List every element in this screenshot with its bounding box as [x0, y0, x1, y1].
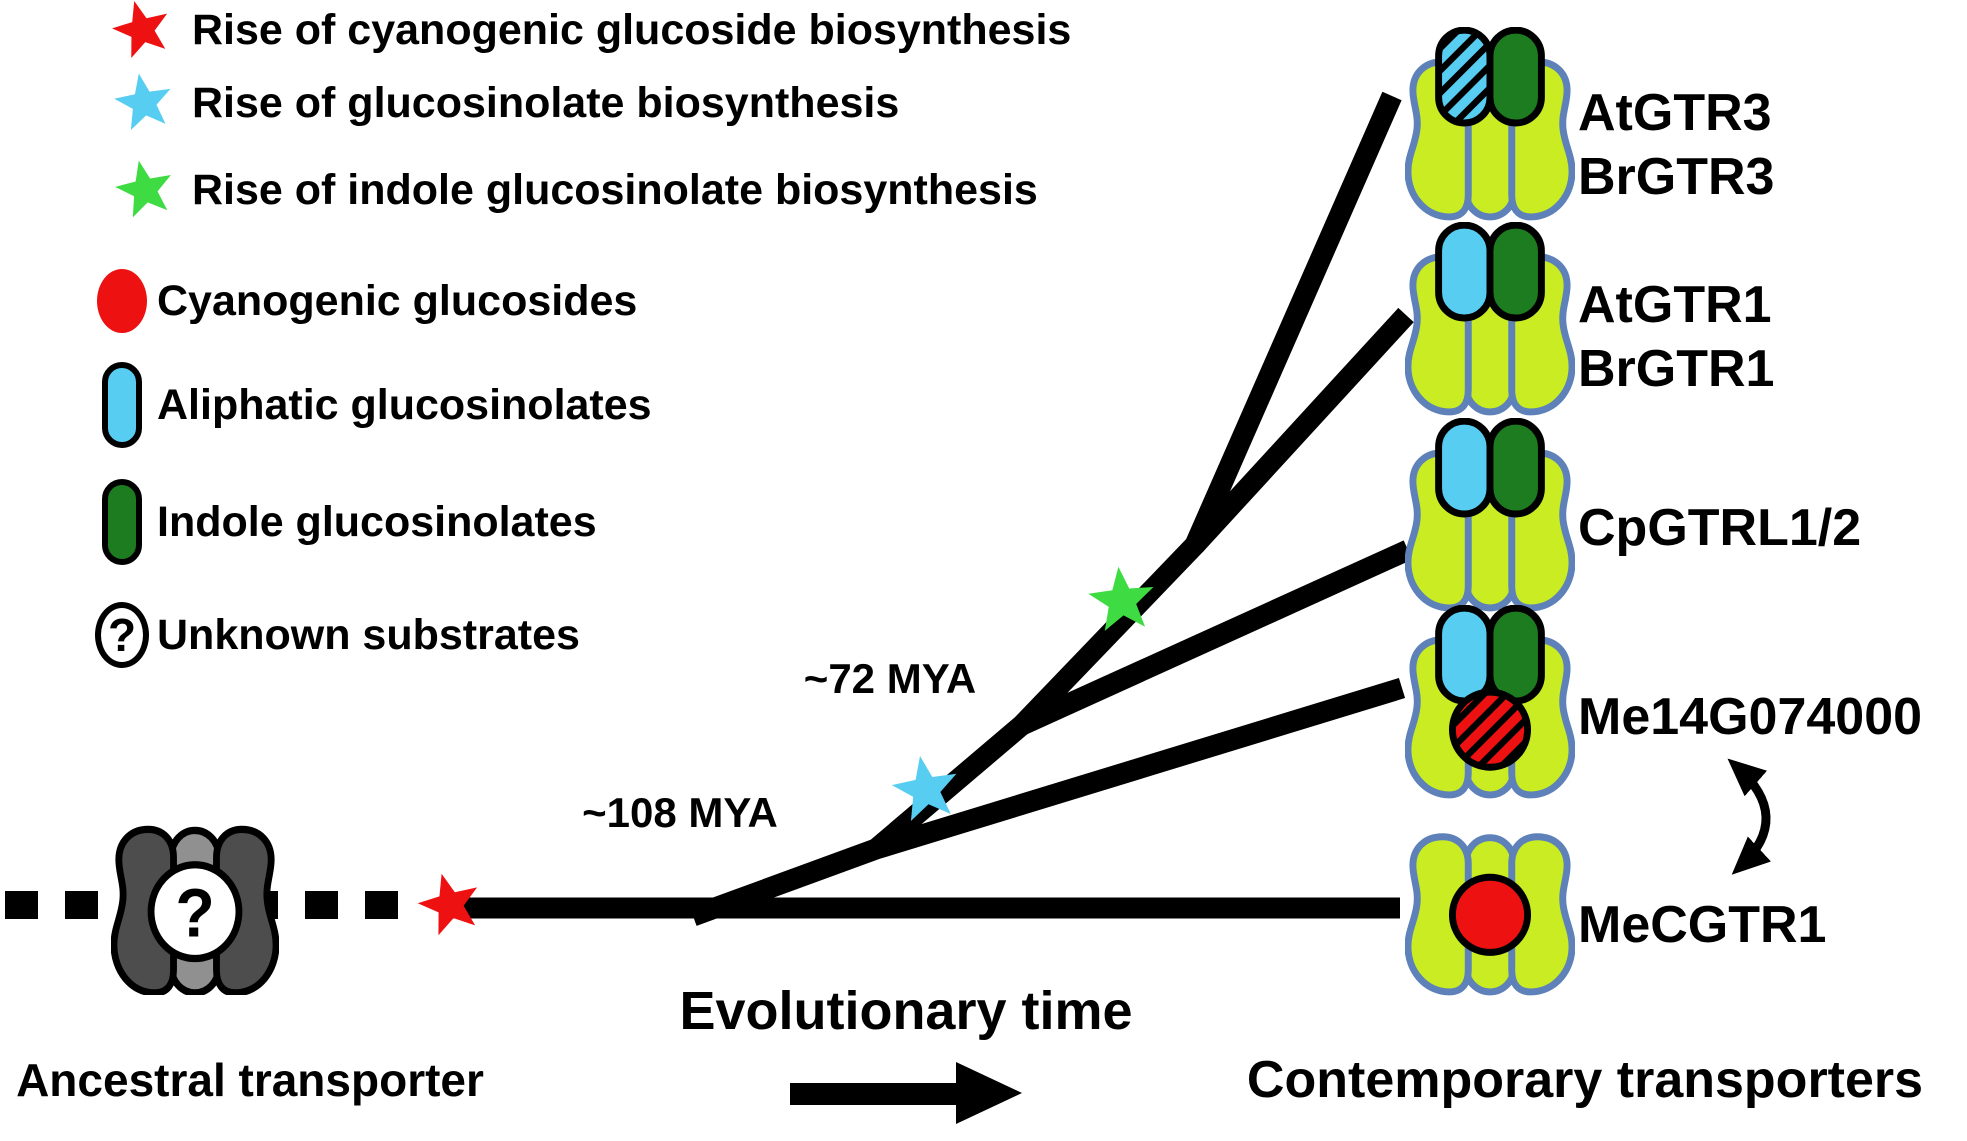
transporter-name: CpGTRL1/2	[1578, 499, 1862, 557]
evolutionary-time-label: Evolutionary time	[679, 981, 1133, 1041]
indole-pill-icon	[1486, 26, 1545, 127]
mya-72-label: ~72 MYA	[803, 655, 977, 702]
mya-108-label: ~108 MYA	[582, 789, 778, 836]
aliphatic-pill-icon	[1435, 417, 1494, 518]
legend-label-cyanogenic-rise: Rise of cyanogenic glucoside biosynthesi…	[192, 6, 1072, 54]
branch-cpgtrl	[1017, 540, 1413, 735]
legend-label-unknown-substrates: Unknown substrates	[157, 611, 580, 659]
transporter-name: BrGTR3	[1578, 148, 1775, 206]
question-glyph: ?	[107, 609, 137, 661]
legend-label-cyanogenic-glucosides: Cyanogenic glucosides	[157, 277, 638, 325]
transporter-icon-cpgtrl1-2	[1405, 417, 1575, 612]
transporter-name: Me14G074000	[1578, 688, 1923, 746]
branch-atgtr1	[1187, 307, 1414, 553]
transporter-name: BrGTR1	[1578, 340, 1775, 398]
transporter-name: AtGTR1	[1578, 276, 1772, 334]
transporter-name: MeCGTR1	[1578, 896, 1827, 954]
legend-label-indole-glucosinolates: Indole glucosinolates	[157, 498, 597, 546]
legend-star-cyan-icon	[112, 71, 176, 132]
transporter-icon-atgtr1	[1405, 221, 1575, 416]
transporter-label: MeCGTR1	[1578, 893, 1826, 957]
interconversion-double-arrow-icon	[1727, 758, 1771, 875]
legend-cyanogenic-circle-icon	[97, 269, 147, 333]
aliphatic-pill-icon	[1435, 221, 1494, 322]
cyanogenic-circle-icon	[1448, 873, 1532, 956]
ancestral-question-glyph: ?	[175, 876, 214, 952]
ancestral-transporter-caption: Ancestral transporter	[16, 1054, 484, 1106]
aliphatic-pill-icon	[1435, 26, 1494, 127]
indole-pill-icon	[1486, 221, 1545, 322]
legend-aliphatic-pill-icon	[102, 362, 142, 448]
evolutionary-time-arrow-icon	[790, 1062, 1022, 1124]
transporter-icon-atgtr3	[1405, 26, 1575, 221]
legend-label-aliphatic-glucosinolates: Aliphatic glucosinolates	[157, 381, 652, 429]
contemporary-transporters-caption: Contemporary transporters	[1246, 1051, 1924, 1109]
legend-indole-pill-icon	[102, 479, 142, 565]
branch-atgtr3-lineage	[869, 91, 1402, 858]
transporter-label: Me14G074000	[1578, 685, 1922, 749]
transporter-label: CpGTRL1/2	[1578, 496, 1861, 560]
transporter-icon-me14g074000	[1405, 604, 1575, 799]
transporter-name: AtGTR3	[1578, 84, 1772, 142]
legend-question-mark-icon: ?	[95, 602, 149, 668]
transporter-icon-mecgtr1	[1405, 802, 1575, 996]
legend-star-green-icon	[113, 158, 177, 220]
cyanogenic-circle-icon	[1448, 688, 1532, 771]
legend-label-indole-rise: Rise of indole glucosinolate biosynthesi…	[192, 166, 1038, 214]
ancestral-transporter-icon: ?	[111, 795, 279, 995]
legend-label-glucosinolate-rise: Rise of glucosinolate biosynthesis	[192, 79, 900, 127]
indole-pill-icon	[1486, 604, 1545, 705]
legend-star-red-icon	[110, 0, 174, 61]
aliphatic-pill-icon	[1435, 604, 1494, 705]
indole-pill-icon	[1486, 417, 1545, 518]
